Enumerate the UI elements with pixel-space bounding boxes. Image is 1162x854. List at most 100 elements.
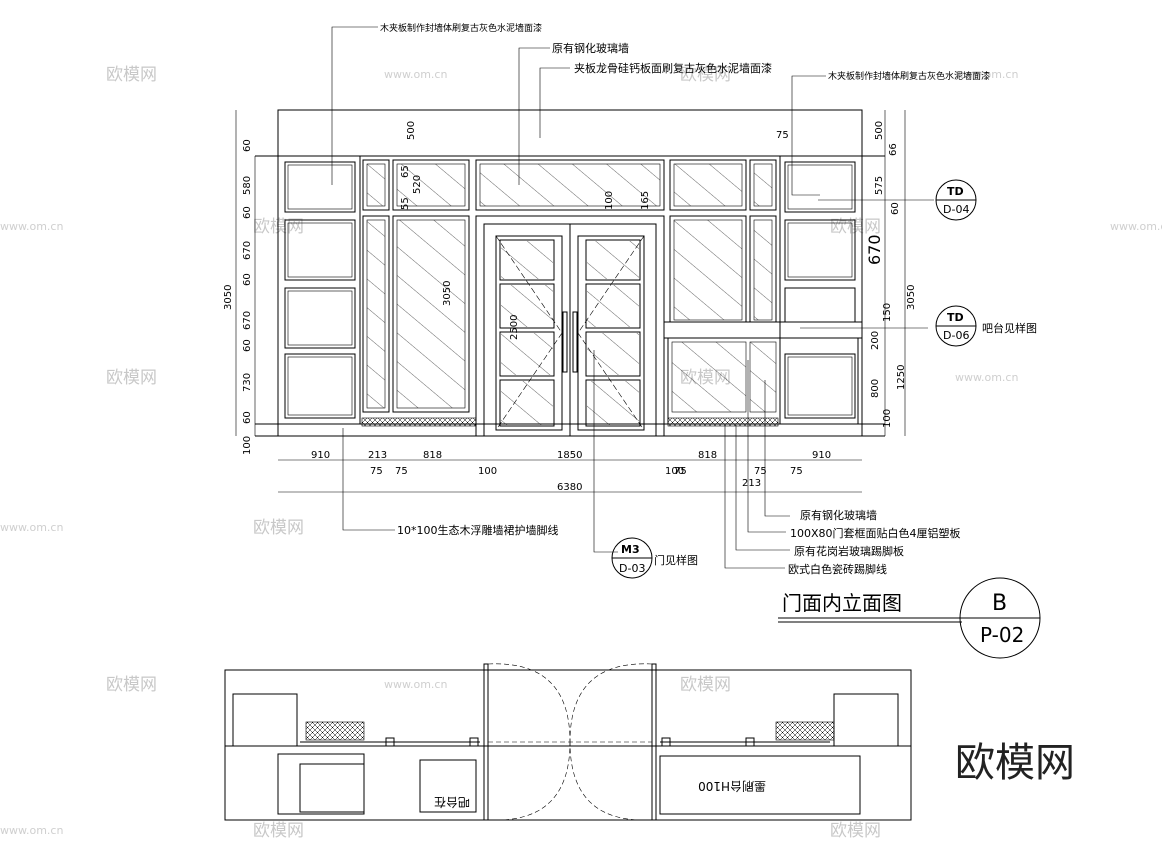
callout-glass-wall: 原有钢化玻璃墙: [552, 41, 629, 55]
svg-text:1850: 1850: [557, 450, 582, 461]
skirting-right: [667, 417, 779, 427]
svg-text:670: 670: [865, 234, 884, 265]
svg-text:3050: 3050: [906, 285, 917, 310]
svg-text:66: 66: [888, 143, 899, 156]
svg-text:D-06: D-06: [943, 329, 969, 342]
svg-text:55: 55: [400, 197, 411, 210]
svg-text:6380: 6380: [557, 482, 582, 493]
svg-text:670: 670: [242, 241, 253, 260]
watermark-site: www.om.cn: [0, 521, 63, 534]
left-dimension-chain: 60 580 60 670 60 670 60 730 60 100 3050: [223, 110, 256, 455]
door-handle-left: [562, 311, 568, 373]
watermark-site: www.om.cn: [0, 220, 63, 233]
right-glass-panels: [669, 159, 777, 323]
svg-text:吧台在: 吧台在: [434, 795, 470, 810]
watermark-text: 欧模网: [830, 821, 881, 841]
watermark-site: www.om.cn: [384, 68, 447, 81]
watermark-text: 欧模网: [106, 368, 157, 388]
watermark-site: www.om.cn: [384, 678, 447, 691]
svg-text:500: 500: [406, 121, 417, 140]
svg-text:1250: 1250: [896, 365, 907, 390]
svg-text:213: 213: [368, 450, 387, 461]
callout-frame-paint: 夹板龙骨硅钙板面刷复古灰色水泥墙面漆: [574, 61, 772, 75]
svg-text:75: 75: [395, 466, 408, 477]
svg-text:TD: TD: [947, 185, 964, 198]
watermark-text: 欧模网: [106, 675, 157, 695]
svg-text:800: 800: [870, 379, 881, 398]
skirting-left: [361, 417, 477, 427]
watermark-text: 欧模网: [680, 675, 731, 695]
svg-text:100: 100: [242, 436, 253, 455]
svg-text:165: 165: [640, 191, 651, 210]
svg-text:2500: 2500: [509, 315, 520, 340]
bar-counter: [663, 321, 863, 425]
callout-bar-see: 吧台见样图: [982, 321, 1037, 335]
svg-text:M3: M3: [621, 543, 640, 556]
svg-text:3050: 3050: [223, 285, 234, 310]
right-wall-panels: [779, 155, 863, 425]
door-handle-right: [572, 311, 578, 373]
svg-text:TD: TD: [947, 311, 964, 324]
callout-skirting-wood: 10*100生态木浮雕墙裙护墙脚线: [397, 523, 559, 537]
svg-text:75: 75: [790, 466, 803, 477]
callout-glass-wall-2: 原有钢化玻璃墙: [800, 508, 877, 522]
svg-text:910: 910: [311, 450, 330, 461]
drawing-title-block: 门面内立面图 B P-02: [778, 577, 1041, 659]
watermark-text: 欧模网: [253, 518, 304, 538]
watermark-site: www.om.cn: [955, 371, 1018, 384]
svg-text:213: 213: [742, 478, 761, 489]
detail-marker-td-d04: TD D-04: [818, 179, 977, 221]
brand-logo-text: 欧模网: [955, 740, 1075, 786]
watermark-text: 欧模网: [680, 65, 731, 85]
svg-text:100: 100: [478, 466, 497, 477]
svg-text:D-04: D-04: [943, 203, 969, 216]
svg-text:730: 730: [242, 373, 253, 392]
callout-door-frame: 100X80门套框面贴白色4厘铝塑板: [790, 526, 961, 540]
svg-text:D-03: D-03: [619, 562, 645, 575]
svg-text:500: 500: [874, 121, 885, 140]
double-door: [475, 215, 665, 437]
svg-text:910: 910: [812, 450, 831, 461]
svg-text:75: 75: [674, 466, 687, 477]
svg-text:60: 60: [890, 202, 901, 215]
svg-text:818: 818: [423, 450, 442, 461]
svg-text:150: 150: [882, 303, 893, 322]
svg-text:墨刷台H100: 墨刷台H100: [698, 779, 766, 794]
svg-text:200: 200: [870, 331, 881, 350]
svg-text:575: 575: [874, 176, 885, 195]
svg-text:65: 65: [400, 165, 411, 178]
svg-text:60: 60: [242, 139, 253, 152]
svg-text:100: 100: [604, 191, 615, 210]
elevation-drawing: 60 580 60 670 60 670 60 730 60 100 3050 …: [223, 22, 1041, 659]
svg-text:60: 60: [242, 273, 253, 286]
svg-text:670: 670: [242, 311, 253, 330]
svg-text:B: B: [992, 591, 1007, 616]
watermark-site: www.om.cn: [0, 824, 63, 837]
svg-text:60: 60: [242, 339, 253, 352]
callout-granite-skirt: 原有花岗岩玻璃踢脚板: [794, 544, 904, 558]
drawing-title: 门面内立面图: [782, 591, 902, 615]
callout-top-right: 木夹板制作封墙体刷复古灰色水泥墙面漆: [828, 70, 990, 82]
detail-marker-td-d06: TD D-06: [935, 305, 977, 347]
svg-text:3050: 3050: [442, 281, 453, 306]
svg-text:P-02: P-02: [980, 623, 1024, 647]
left-glass-panels: [362, 159, 470, 413]
bottom-dimension-chain: 910 213 75 818 75 100 1850 100 75 818 75…: [278, 450, 862, 493]
detail-marker-m3-d03: M3 D-03: [611, 537, 653, 579]
left-wall-panels: [277, 155, 361, 425]
svg-text:520: 520: [412, 175, 423, 194]
svg-text:60: 60: [242, 411, 253, 424]
svg-text:75: 75: [370, 466, 383, 477]
watermark-layer: 欧模网 www.om.cn 欧模网 www.om.cn www.om.cn 欧模…: [0, 65, 1162, 841]
svg-text:75: 75: [754, 466, 767, 477]
watermark-site: www.om.cn: [1110, 220, 1162, 233]
watermark-text: 欧模网: [253, 821, 304, 841]
callout-ceramic-skirt: 欧式白色瓷砖踢脚线: [788, 562, 887, 576]
svg-text:100: 100: [882, 409, 893, 428]
svg-text:580: 580: [242, 176, 253, 195]
watermark-text: 欧模网: [106, 65, 157, 85]
leader-lines: [331, 26, 928, 569]
callout-top-left: 木夹板制作封墙体刷复古灰色水泥墙面漆: [380, 22, 542, 34]
transom-glass: [475, 159, 665, 211]
svg-text:818: 818: [698, 450, 717, 461]
